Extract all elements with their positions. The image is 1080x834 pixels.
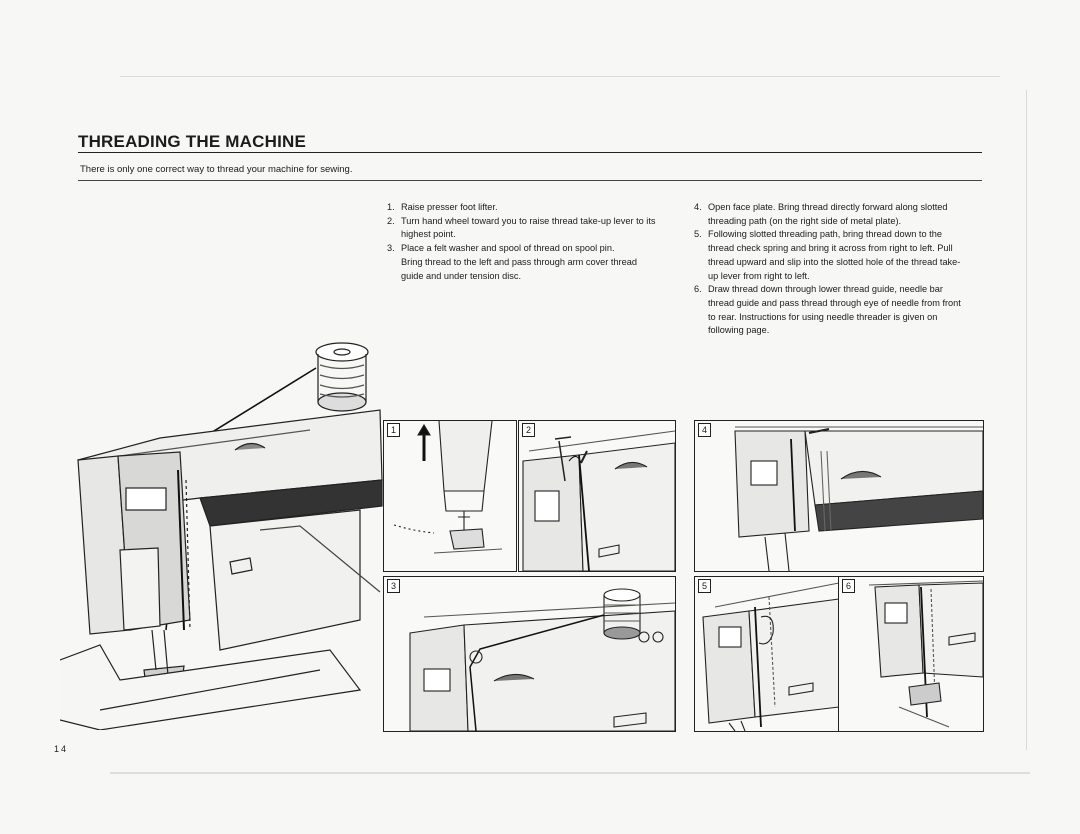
scan-edge-right — [1026, 90, 1027, 750]
step-item: 1.Raise presser foot lifter. — [387, 202, 498, 212]
illustration-panel-5: 5 — [694, 576, 840, 732]
page-number: 14 — [54, 744, 69, 754]
step-item: 3.Place a felt washer and spool of threa… — [387, 243, 615, 254]
step-item: 6.Draw thread down through lower thread … — [694, 284, 961, 336]
needle-threading-icon — [868, 580, 983, 728]
illustration-panel-1: 1 — [383, 420, 517, 572]
face-plate-icon — [734, 426, 983, 571]
scan-noise-bottom — [110, 772, 1030, 774]
spool-and-tension-icon — [409, 588, 675, 731]
step-item: Bring thread to the left and pass throug… — [387, 256, 657, 283]
subtitle-rule — [78, 180, 982, 181]
step-item: 2.Turn hand wheel toward you to raise th… — [387, 215, 656, 240]
illustration-panel-3: 3 — [383, 576, 676, 732]
page-title: THREADING THE MACHINE — [78, 132, 307, 151]
steps-list-right: 4.Open face plate. Bring thread directly… — [694, 201, 964, 338]
scan-noise-top — [120, 76, 1000, 77]
step-text: Draw thread down through lower thread gu… — [708, 284, 961, 336]
panel-label: 3 — [387, 579, 400, 593]
presser-foot-icon — [393, 421, 503, 554]
step-item: 5.Following slotted threading path, brin… — [694, 229, 961, 281]
panel-label: 6 — [842, 579, 855, 593]
step-text: Following slotted threading path, bring … — [708, 229, 961, 281]
illustration-panel-2: 2 — [518, 420, 676, 572]
panel-label: 2 — [522, 423, 535, 437]
panel-label: 4 — [698, 423, 711, 437]
step-text: Place a felt washer and spool of thread … — [401, 243, 615, 254]
panel-label: 5 — [698, 579, 711, 593]
sewing-machine-illustration — [60, 342, 383, 730]
take-up-lever-icon — [522, 430, 675, 571]
thread-check-spring-icon — [702, 582, 839, 731]
illustration-panel-6: 6 — [838, 576, 984, 732]
title-rule — [78, 152, 982, 153]
page-subtitle: There is only one correct way to thread … — [80, 164, 353, 175]
step-text: Raise presser foot lifter. — [401, 202, 498, 212]
step-text: Open face plate. Bring thread directly f… — [708, 202, 948, 226]
step-item: 4.Open face plate. Bring thread directly… — [694, 202, 948, 226]
step-text: Bring thread to the left and pass throug… — [401, 256, 637, 281]
steps-list-left: 1.Raise presser foot lifter. 2.Turn hand… — [387, 201, 657, 283]
illustration-panel-4: 4 — [694, 420, 984, 572]
panel-label: 1 — [387, 423, 400, 437]
step-text: Turn hand wheel toward you to raise thre… — [401, 215, 656, 240]
